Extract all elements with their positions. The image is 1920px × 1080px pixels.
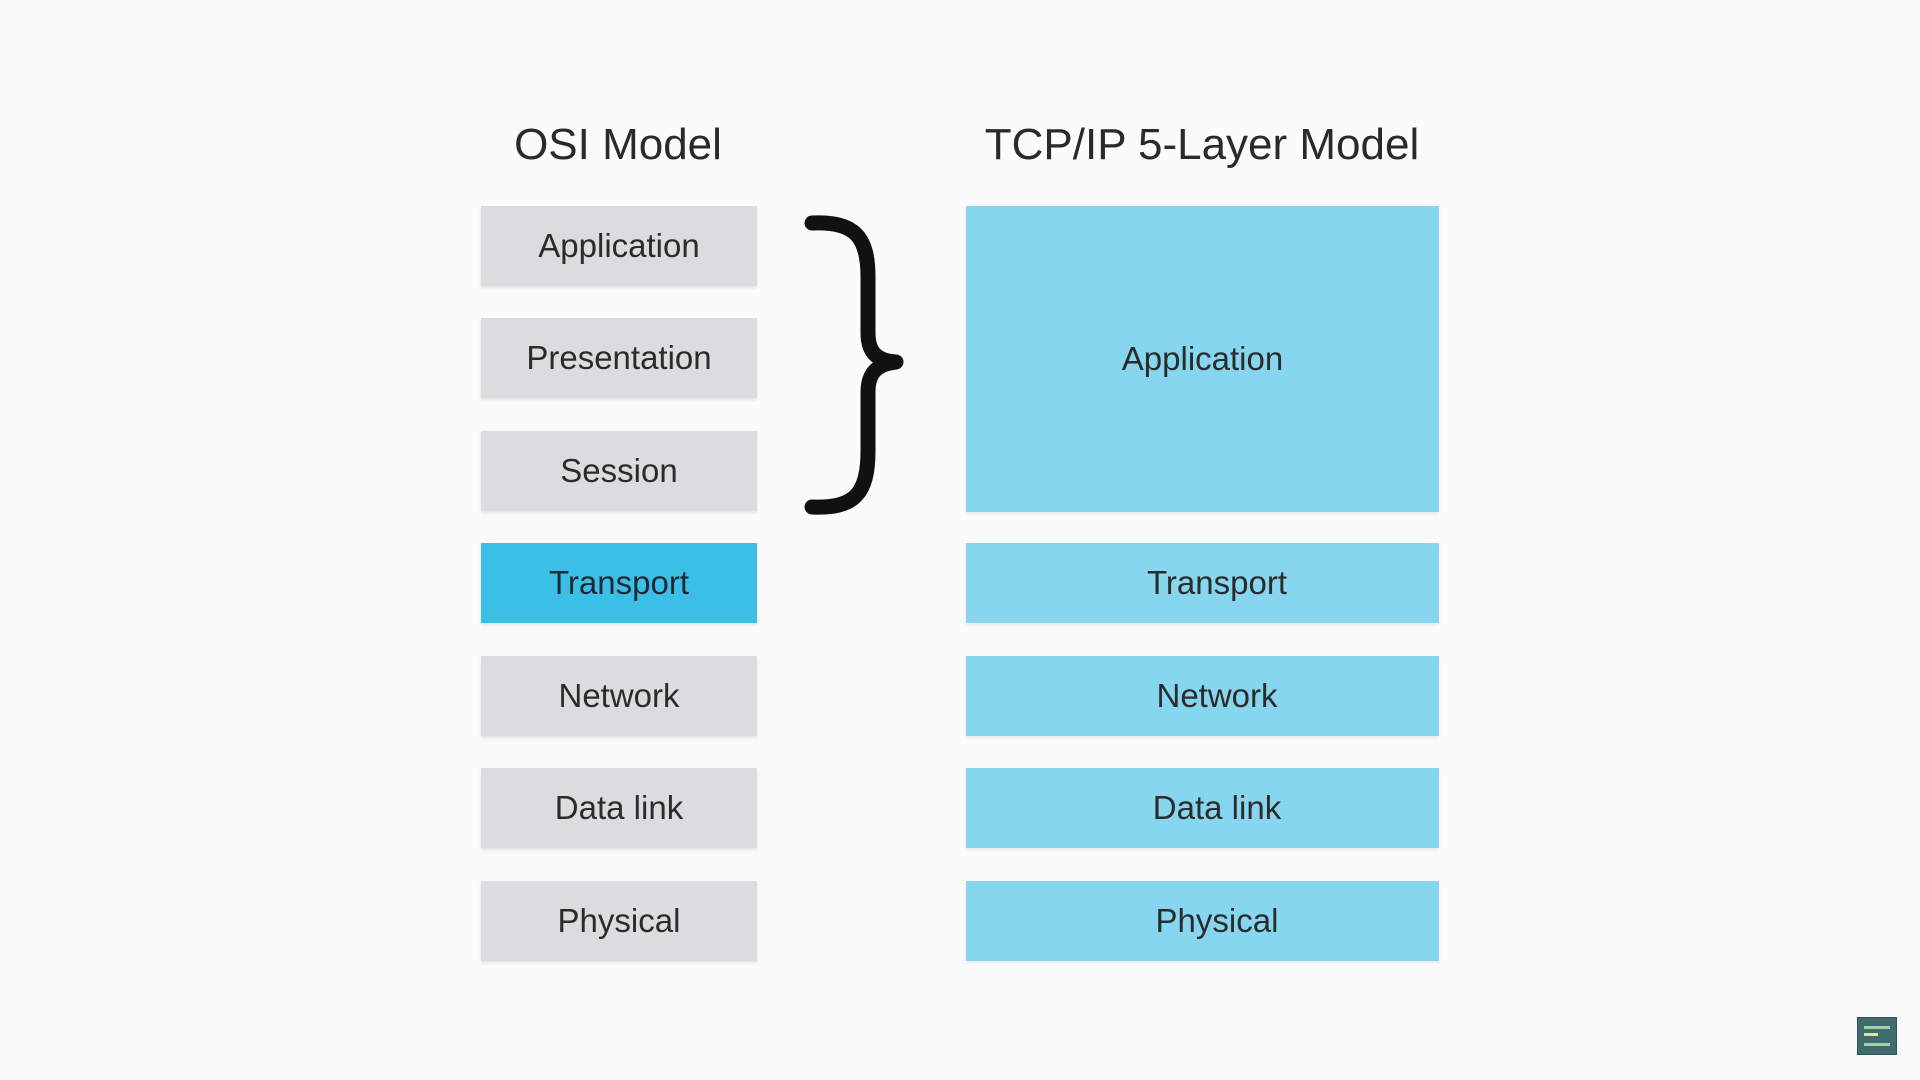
osi-layer-label: Presentation <box>526 339 712 376</box>
osi-layer-session: Session <box>481 431 757 511</box>
osi-layer-label: Physical <box>557 902 681 939</box>
osi-layer-label: Session <box>560 452 678 489</box>
tcp-layer-physical: Physical <box>966 881 1439 961</box>
osi-layer-label: Network <box>558 677 680 714</box>
tcp-layer-transport: Transport <box>966 543 1439 623</box>
tcp-layer-network: Network <box>966 656 1439 736</box>
osi-layer-physical: Physical <box>481 881 757 961</box>
osi-layer-application: Application <box>481 206 757 286</box>
osi-layer-data-link: Data link <box>481 768 757 848</box>
osi-model-title: OSI Model <box>514 120 722 169</box>
channel-logo-icon[interactable] <box>1857 1017 1897 1055</box>
tcp-layer-label: Transport <box>1147 564 1287 601</box>
osi-layer-transport: Transport <box>481 543 757 623</box>
osi-layer-label: Application <box>538 227 700 264</box>
osi-layer-label: Data link <box>554 789 684 826</box>
osi-layer-label: Transport <box>549 564 689 601</box>
tcp-layer-label: Data link <box>1152 789 1282 826</box>
tcp-layer-label: Physical <box>1155 902 1279 939</box>
tcp-layer-label: Application <box>1121 340 1284 377</box>
tcpip-model-title: TCP/IP 5-Layer Model <box>984 120 1420 169</box>
osi-layer-presentation: Presentation <box>481 318 757 398</box>
tcp-layer-application: Application <box>966 206 1439 512</box>
logo-mark <box>1864 1026 1890 1046</box>
osi-layer-network: Network <box>481 656 757 736</box>
tcp-layer-label: Network <box>1156 677 1278 714</box>
tcp-layer-data-link: Data link <box>966 768 1439 848</box>
right-curly-brace-icon <box>804 215 904 515</box>
